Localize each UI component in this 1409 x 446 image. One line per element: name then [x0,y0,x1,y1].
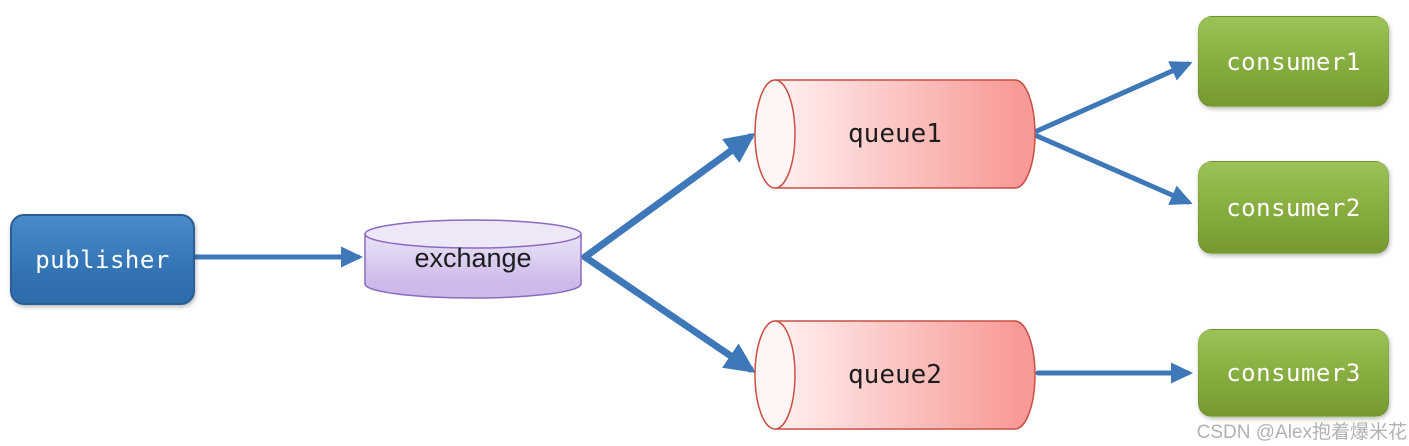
publisher-label: publisher [35,245,170,274]
consumer1-label: consumer1 [1226,47,1361,76]
exchange-label: exchange [414,242,532,273]
queue2-label: queue2 [848,360,942,390]
edge-queue1-consumer2 [1034,133,1193,205]
queue1-cylinder [754,79,1036,189]
diagram-edges [188,61,1193,384]
edge-queue1-consumer1 [1034,61,1193,134]
csdn-watermark: CSDN @Alex抱着爆米花 [1196,422,1407,443]
consumer3-node: consumer3 [1198,329,1389,417]
consumer1-node: consumer1 [1198,16,1389,107]
edge-exchange-queue1 [581,132,756,261]
publisher-node: publisher [10,214,195,305]
consumer2-label: consumer2 [1226,193,1361,222]
consumer2-node: consumer2 [1198,161,1389,254]
queue2-cylinder [754,320,1036,430]
consumer3-label: consumer3 [1226,359,1361,387]
edge-exchange-queue2 [581,253,756,373]
exchange-cylinder [364,219,582,299]
queue1-label: queue1 [848,119,942,149]
